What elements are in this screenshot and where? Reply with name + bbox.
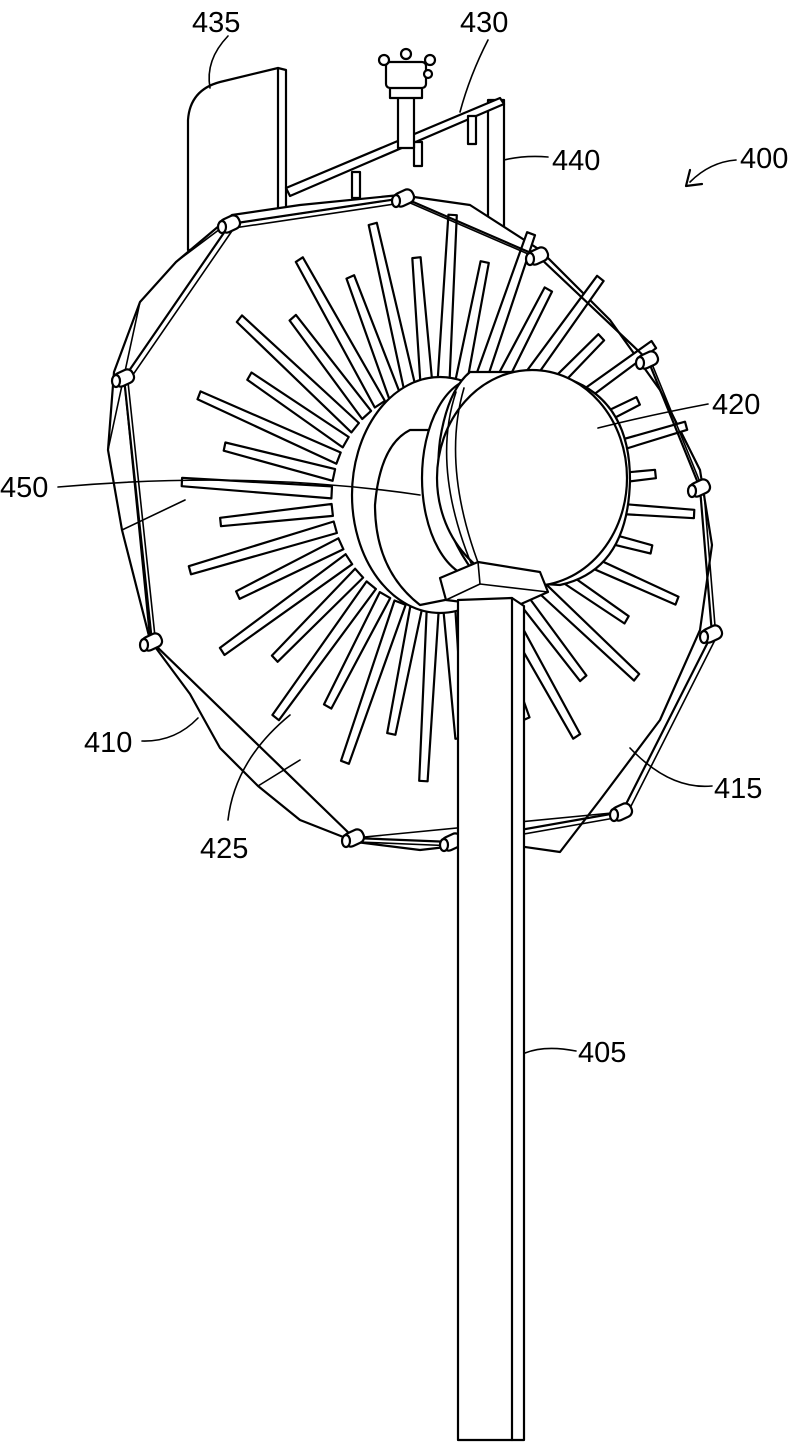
frame-knuckle-end <box>390 193 402 209</box>
blade <box>235 314 360 434</box>
hub-cap <box>435 368 632 588</box>
blade <box>196 390 342 465</box>
label-425: 425 <box>200 833 248 865</box>
frame-brace <box>151 641 355 839</box>
frame-knuckle-end <box>110 373 122 389</box>
arrowhead-400 <box>684 168 704 188</box>
frame-knuckle-end <box>698 629 710 645</box>
frame-rod <box>698 486 714 636</box>
label-450: 450 <box>0 472 48 504</box>
label-410: 410 <box>84 727 132 759</box>
frame-brace <box>229 197 405 225</box>
leader-420 <box>597 403 709 429</box>
frame-brace <box>123 377 151 641</box>
leader-405 <box>524 1047 577 1054</box>
blade <box>271 580 377 722</box>
frame-knuckle-end <box>686 483 698 499</box>
label-430: 430 <box>460 7 508 39</box>
leader-425 <box>227 714 291 821</box>
label-420: 420 <box>712 389 760 421</box>
blade <box>222 441 337 482</box>
frame-rod <box>703 491 717 639</box>
leader-440 <box>503 155 549 161</box>
frame-rod <box>407 201 543 261</box>
frame-knuckle-end <box>524 251 536 267</box>
leader-400 <box>689 159 737 183</box>
frame-rod <box>127 381 157 647</box>
blade <box>294 256 386 409</box>
blade <box>187 520 338 576</box>
leader-450 <box>57 479 421 496</box>
frame-knuckle-end <box>138 637 150 653</box>
blade <box>235 537 345 600</box>
frame-rod <box>625 637 717 817</box>
frame-knuckle-end <box>438 837 450 853</box>
pole <box>456 596 526 1442</box>
label-435: 435 <box>192 7 240 39</box>
leader-410 <box>141 717 199 742</box>
frame-rod <box>122 222 232 380</box>
frame-rod <box>620 632 714 814</box>
frame-knuckle-end <box>608 807 620 823</box>
mast-arm <box>284 47 506 200</box>
blade <box>322 591 392 710</box>
reference-labels: 435 430 440 400 420 450 410 415 425 405 <box>0 7 788 1069</box>
blade <box>219 502 334 528</box>
frame-rod <box>541 259 653 365</box>
frame-rod <box>402 196 540 258</box>
label-440: 440 <box>552 145 600 177</box>
leader-430 <box>459 39 489 113</box>
outer-frame <box>110 188 724 853</box>
frame-rod <box>233 201 409 229</box>
frame-knuckle-end <box>216 219 228 235</box>
frame-rod <box>127 227 235 383</box>
frame-knuckle-end <box>340 833 352 849</box>
label-415: 415 <box>714 773 762 805</box>
frame-rod <box>352 836 454 844</box>
blade <box>218 553 354 657</box>
pole-nut <box>438 560 550 610</box>
frame-rod <box>651 363 705 493</box>
label-400: 400 <box>740 143 788 175</box>
leader-lines <box>57 35 737 1054</box>
leader-435 <box>208 35 229 89</box>
frame-rod <box>646 358 702 490</box>
blade <box>288 313 373 421</box>
frame-knuckle-end <box>634 355 646 371</box>
blade <box>270 567 365 663</box>
leader-415 <box>629 747 713 788</box>
label-405: 405 <box>578 1037 626 1069</box>
blade <box>246 371 350 449</box>
blade <box>339 599 407 765</box>
